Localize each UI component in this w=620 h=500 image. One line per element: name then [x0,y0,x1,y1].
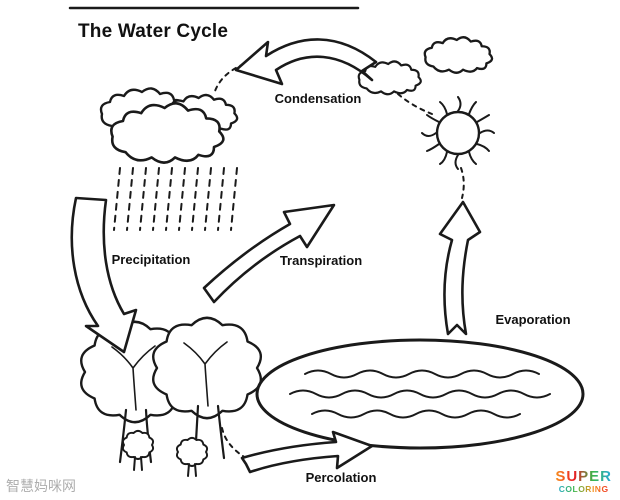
bush-left-trunk [133,456,143,471]
lake [255,338,585,450]
percolation-dashed-trail [221,427,247,459]
cloud-to-sun-dashed-trail [397,93,433,115]
transpiration-arrow [202,203,336,304]
tree-left-branches [111,345,156,411]
label-percolation: Percolation [306,470,377,485]
small-cloud-top [423,36,494,74]
page-title: The Water Cycle [78,21,228,42]
sun-icon [421,96,495,170]
storm-cloud [99,87,239,164]
label-transpiration: Transpiration [280,253,362,268]
bush-left [121,429,155,460]
bush-right [175,436,209,467]
logo-text-super: SUPER [555,468,612,486]
condensation-arrow [234,38,378,86]
evaporation-arrow [438,200,482,336]
percolation-arrow [240,430,374,474]
label-evaporation: Evaporation [495,312,570,327]
logo-text-coloring: COLORING [555,485,612,494]
supercoloring-logo: SUPER COLORING [555,469,612,494]
watermark: 智慧妈咪网 [6,478,76,494]
label-condensation: Condensation [275,91,362,106]
tree-right-branches [183,341,228,407]
bush-right-trunk [187,463,197,477]
sun-rays [421,96,495,170]
lake-waves [289,369,551,419]
rain-lines [113,167,238,231]
label-precipitation: Precipitation [112,252,191,267]
sun-disc [435,110,481,156]
evaporation-dashed-trail [460,167,465,199]
trees [80,316,263,477]
precipitation-arrow [70,196,138,354]
